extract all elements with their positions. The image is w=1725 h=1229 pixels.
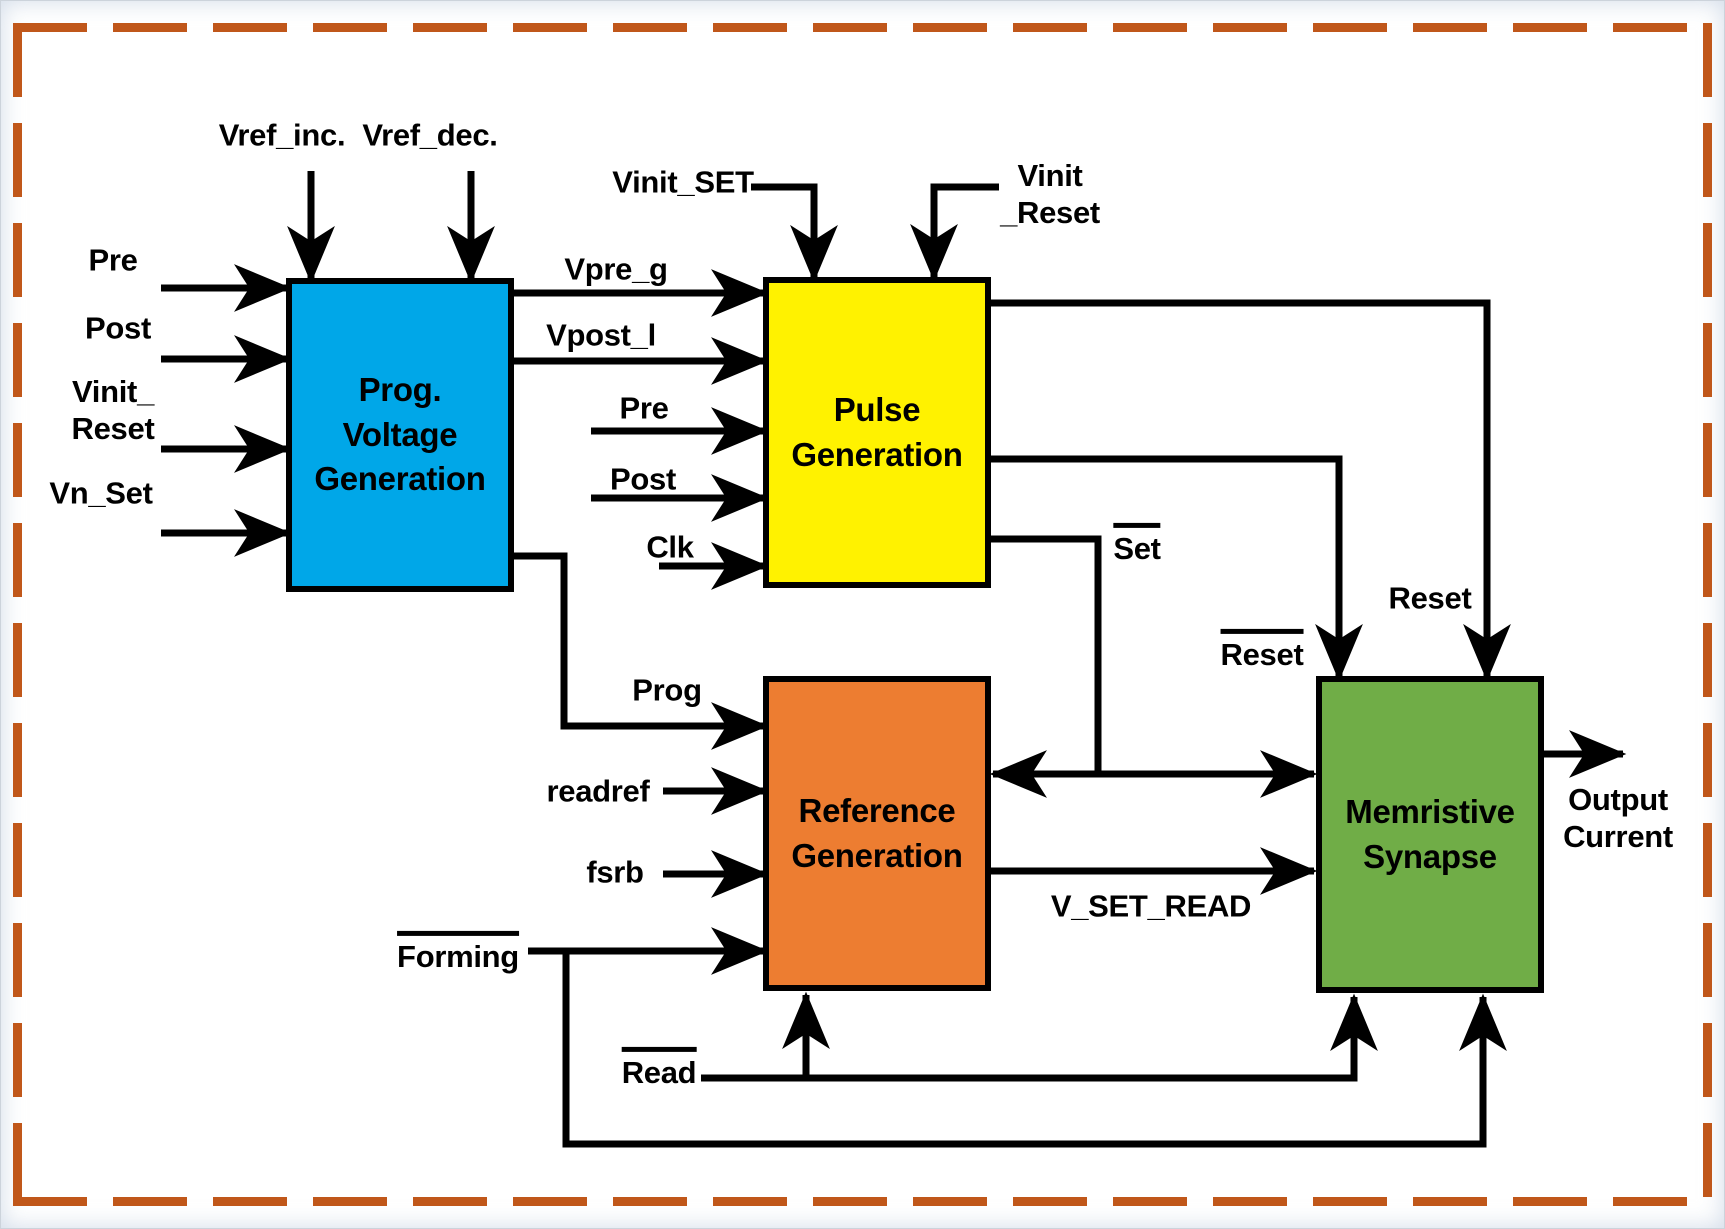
wire-vinit-set (751, 183, 838, 283)
dashed-border-right (1703, 23, 1712, 1206)
block-title: Memristive Synapse (1345, 792, 1515, 875)
label-vinit-set: Vinit_SET (612, 164, 754, 200)
label-pre-pulse: Pre (619, 390, 669, 426)
block-prog-voltage-generation: Prog. Voltage Generation (286, 278, 514, 592)
label-post: Post (85, 310, 151, 346)
wire-reset (991, 299, 1511, 682)
label-readref: readref (546, 773, 650, 809)
label-vref-dec: Vref_dec. (362, 117, 498, 153)
label-vinit-reset-top: Vinit _Reset (1000, 157, 1100, 230)
block-title: Prog. Voltage Generation (314, 371, 486, 498)
block-title: Reference Generation (791, 791, 963, 874)
dashed-border-top (13, 23, 1712, 32)
label-output-current: Output Current (1563, 781, 1673, 854)
label-prog: Prog (632, 672, 702, 708)
block-reference-generation: Reference Generation (763, 676, 991, 991)
label-reset: Reset (1388, 580, 1472, 616)
wire-read (701, 993, 1378, 1082)
label-pre: Pre (88, 242, 138, 278)
label-set-bar: Set (1113, 522, 1161, 567)
wire-set-bar (991, 535, 1102, 777)
label-clk: Clk (646, 529, 694, 565)
label-read-bar: Read (621, 1046, 697, 1091)
label-vpost-l: Vpost_l (546, 317, 656, 353)
wire-prog (514, 552, 769, 750)
wire-vinit-reset-top (910, 183, 999, 282)
label-vref-inc: Vref_inc. (218, 117, 346, 153)
label-reset-bar: Reset (1220, 628, 1304, 673)
block-pulse-generation: Pulse Generation (763, 277, 991, 588)
wire-forming-branch (562, 951, 1507, 1148)
wire-reset-bar (991, 455, 1363, 682)
block-memristive-synapse: Memristive Synapse (1316, 676, 1544, 993)
dashed-border-bottom (13, 1197, 1712, 1206)
dashed-border-left (13, 23, 22, 1206)
label-vpre-g: Vpre_g (564, 251, 668, 287)
label-v-set-read: V_SET_READ (1050, 888, 1252, 924)
label-fsrb: fsrb (586, 854, 644, 890)
label-vn-set: Vn_Set (49, 475, 153, 511)
label-post-pulse: Post (610, 461, 676, 497)
block-title: Pulse Generation (791, 390, 963, 473)
label-forming-bar: Forming (397, 930, 519, 975)
label-vinit-reset-left: Vinit_ Reset (71, 373, 155, 446)
